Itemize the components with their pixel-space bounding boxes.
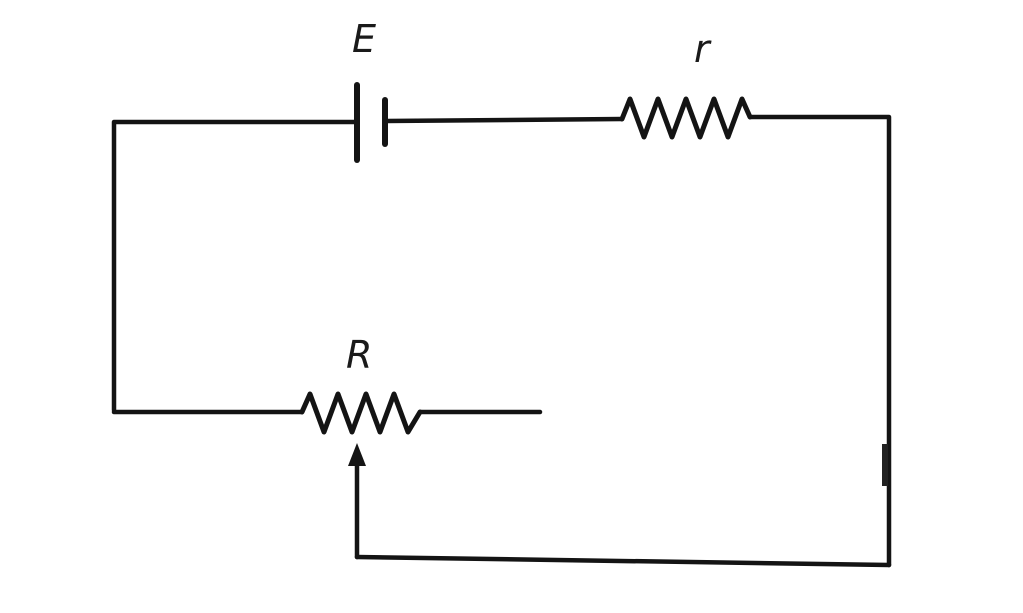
wire-bottom: [354, 554, 892, 568]
label-internal-resistance: r: [694, 27, 712, 71]
rheostat-R: [299, 391, 423, 435]
right-wire-mark: [882, 444, 888, 486]
wire-right-side: [747, 114, 892, 568]
label-emf: E: [352, 17, 376, 61]
battery-symbol: [354, 82, 388, 163]
internal-resistor-r: [619, 96, 753, 140]
wire-battery-to-r: [383, 116, 625, 124]
slider-arrow-icon: [348, 443, 366, 466]
label-rheostat: R: [346, 333, 372, 377]
wire-top-left: [111, 119, 359, 413]
